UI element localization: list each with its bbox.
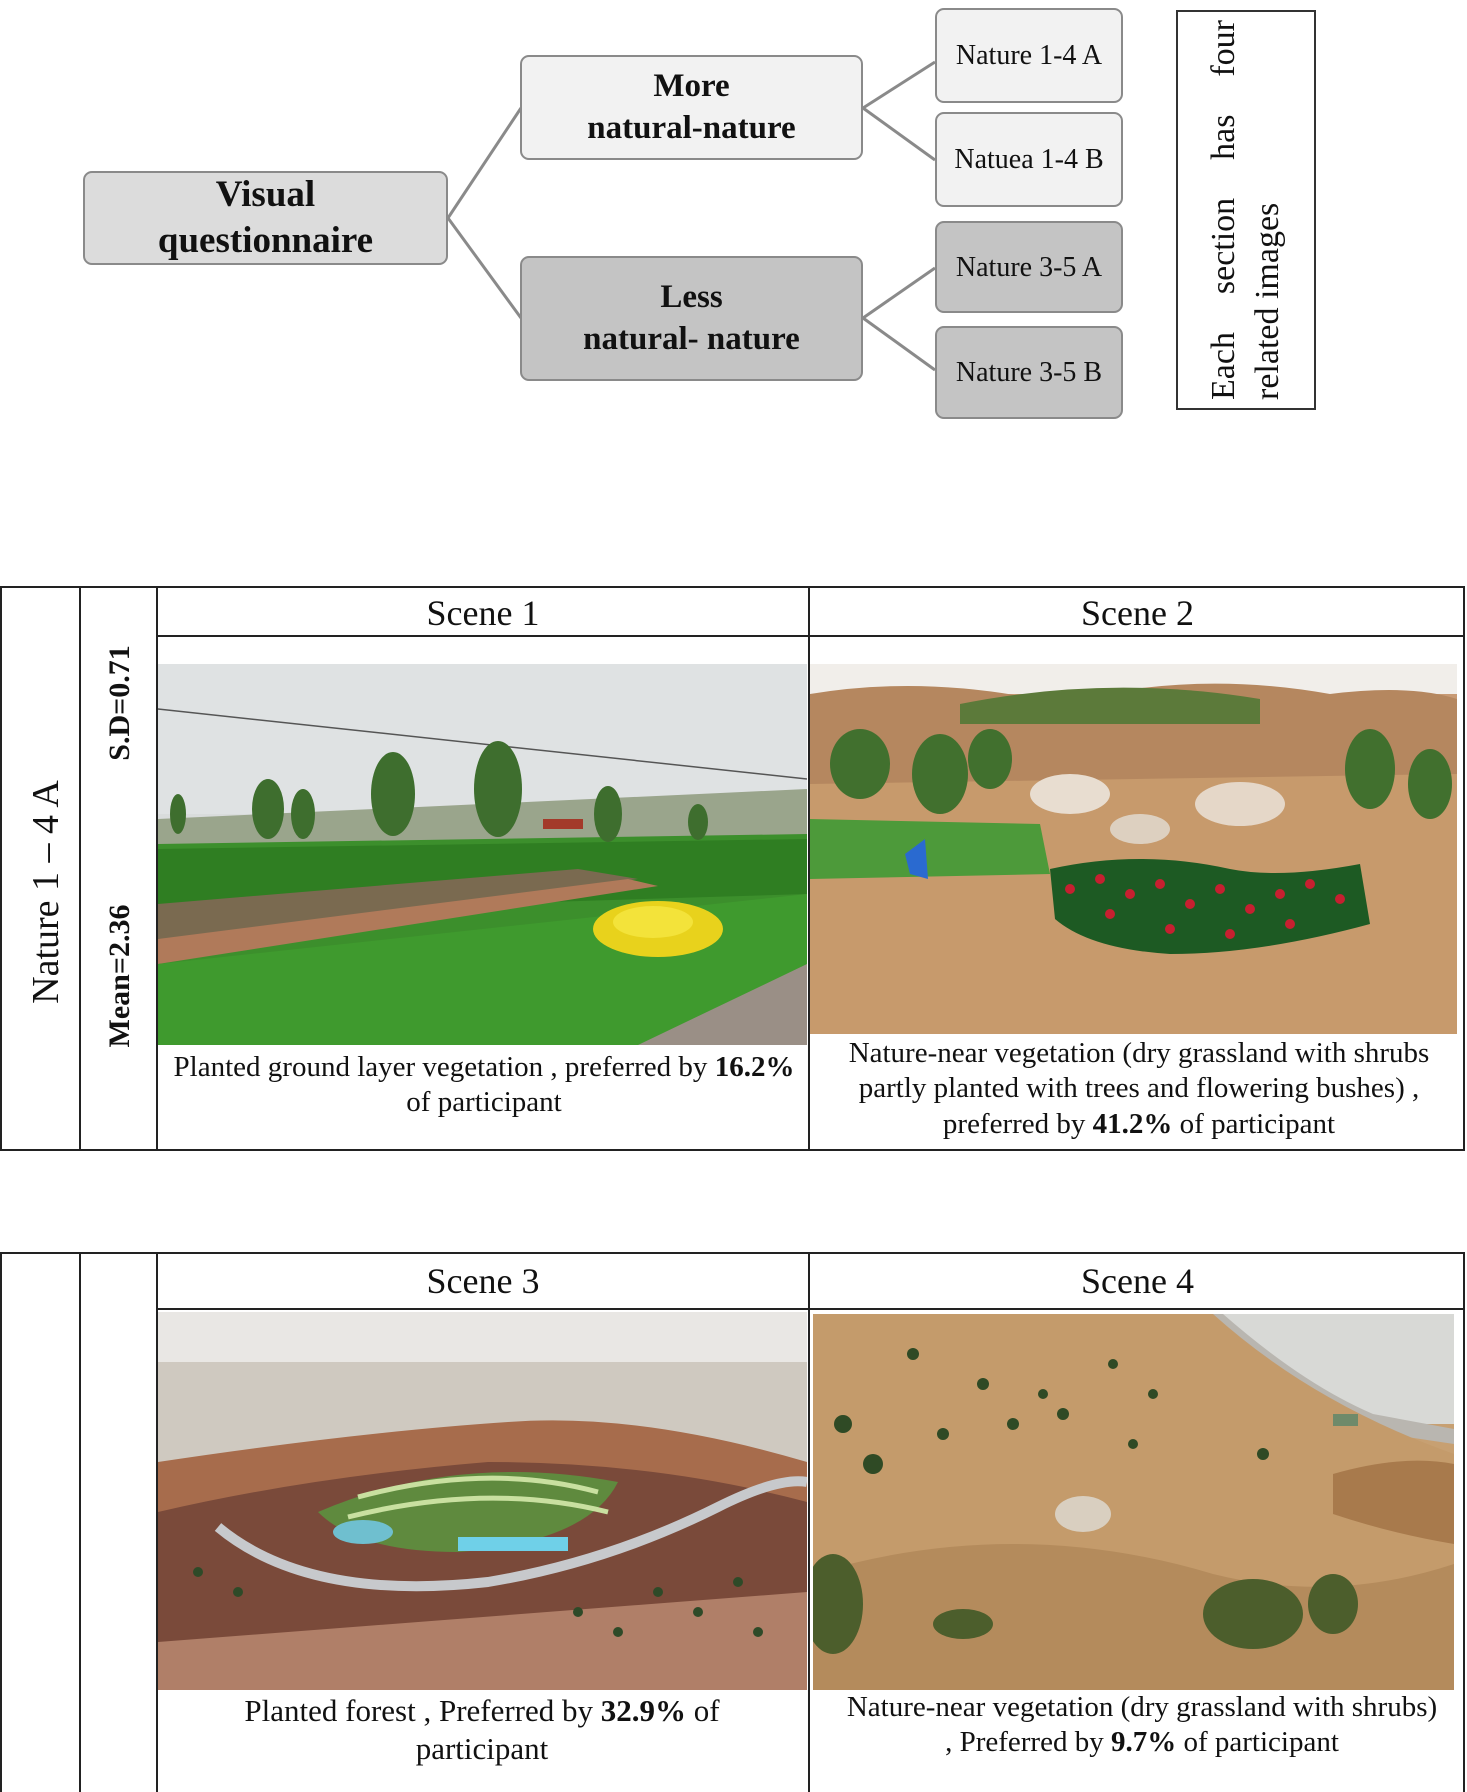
scene-3-header: Scene 3 — [426, 1261, 540, 1301]
section-note-text: Each section has four related images — [1204, 20, 1286, 400]
row-divider — [156, 1308, 1463, 1310]
scene-2-caption: Nature-near vegetation (dry grassland wi… — [814, 1036, 1464, 1142]
leaf-label: Nature 1-4 A — [955, 40, 1103, 71]
leaf-nature-3-5-a: Nature 3-5 A — [935, 221, 1123, 313]
leaf-nature-3-5-b: Nature 3-5 B — [935, 326, 1123, 419]
more-line1: More — [653, 68, 730, 105]
caption-text: of participant — [406, 1086, 562, 1119]
section-note-box: Each section has four related images — [1176, 10, 1316, 410]
scene-3-photo — [158, 1312, 807, 1690]
leaf-label: Nature 3-5 A — [955, 251, 1103, 283]
connector-root-less — [446, 217, 523, 319]
col-divider — [808, 1254, 810, 1792]
leaf-nature-1-4-b: Natuea 1-4 B — [935, 112, 1123, 207]
less-line2: natural- nature — [583, 320, 800, 357]
sd-value: S.D=0.71 — [103, 645, 136, 761]
preference-percent: 32.9% — [600, 1693, 687, 1728]
more-line2: natural-nature — [587, 109, 796, 146]
scene-2-photo — [810, 664, 1457, 1034]
leaf-label: Natuea 1-4 B — [954, 144, 1104, 175]
mean-value: Mean=2.36 — [103, 904, 136, 1048]
scene-4-header: Scene 4 — [1081, 1261, 1194, 1301]
caption-text: Nature-near vegetation (dry grassland wi… — [848, 1037, 1430, 1140]
row-divider — [156, 635, 1463, 637]
connector-more-leaf1 — [862, 60, 936, 110]
row-label: Nature 1 – 4 A — [25, 780, 67, 1004]
less-natural-node: Less natural- nature — [520, 256, 863, 381]
scene-3-caption: Planted forest , Preferred by 32.9% of p… — [192, 1692, 772, 1768]
scene-2-header: Scene 2 — [1081, 593, 1194, 633]
root-line2: questionnaire — [157, 220, 374, 261]
tree-connectors — [446, 60, 936, 372]
scene-4-caption: Nature-near vegetation (dry grassland wi… — [842, 1690, 1442, 1761]
scene-4-photo — [813, 1314, 1454, 1690]
preference-percent: 41.2% — [1092, 1107, 1173, 1140]
connector-root-more — [446, 107, 523, 219]
caption-text: Planted ground layer vegetation , prefer… — [173, 1051, 715, 1083]
leaf-label: Nature 3-5 B — [955, 357, 1103, 388]
preference-percent: 9.7% — [1110, 1726, 1177, 1759]
col-divider — [156, 1254, 158, 1792]
scene-table-1: Nature 1 – 4 A Mean=2.36 S.D=0.71 Scene … — [0, 586, 1465, 1151]
preference-percent: 16.2% — [714, 1051, 795, 1083]
root-node: Visual questionnaire — [83, 171, 448, 265]
col-divider — [808, 588, 810, 1149]
caption-text: Planted forest , Preferred by — [244, 1693, 601, 1728]
scene-1-caption: Planted ground layer vegetation , prefer… — [162, 1050, 806, 1121]
col-divider — [79, 588, 81, 1149]
more-natural-node: More natural-nature — [520, 55, 863, 160]
less-line1: Less — [660, 279, 723, 316]
connector-less-leaf4 — [862, 316, 936, 372]
root-line1: Visual — [215, 173, 316, 215]
connector-less-leaf3 — [862, 266, 936, 320]
caption-text: Nature-near vegetation (dry grassland wi… — [846, 1691, 1438, 1759]
connector-more-leaf2 — [862, 106, 936, 162]
caption-text: of participant — [415, 1693, 720, 1766]
scene-1-photo — [158, 664, 807, 1045]
leaf-nature-1-4-a: Nature 1-4 A — [935, 8, 1123, 103]
scene-1-header: Scene 1 — [426, 593, 540, 633]
col-divider — [156, 588, 158, 1149]
col-divider — [79, 1254, 81, 1792]
caption-text: of participant — [1172, 1107, 1336, 1140]
caption-text: of participant — [1176, 1726, 1339, 1759]
scene-table-2: Scene 3 Scene 4 — [0, 1252, 1465, 1792]
